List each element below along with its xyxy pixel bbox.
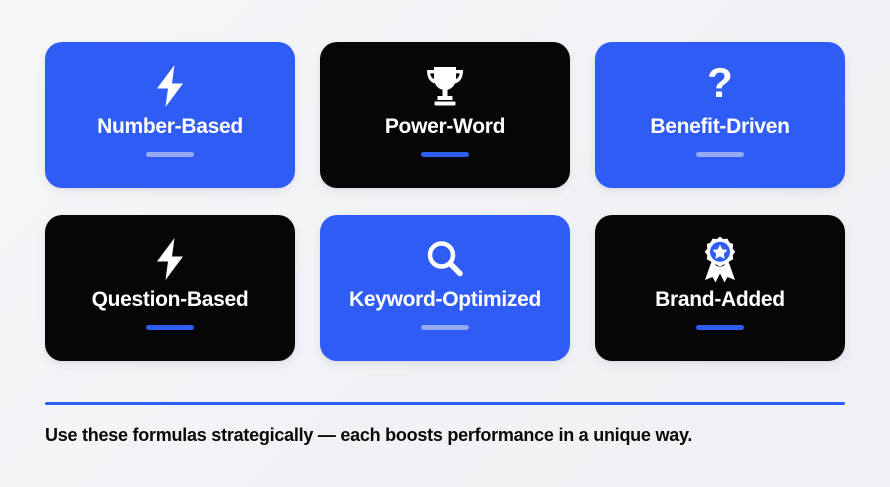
formula-card-grid: Number-Based Power-Word <box>45 42 845 361</box>
card-label: Power-Word <box>384 115 506 138</box>
card-number-based[interactable]: Number-Based <box>45 42 295 188</box>
card-brand-added[interactable]: Brand-Added <box>595 215 845 361</box>
lightning-bolt-icon <box>45 62 295 110</box>
card-underline <box>696 152 744 157</box>
card-label: Brand-Added <box>655 288 785 311</box>
card-power-word[interactable]: Power-Word <box>320 42 570 188</box>
svg-text:?: ? <box>707 63 733 106</box>
search-icon <box>320 235 570 283</box>
card-underline <box>146 325 194 330</box>
card-question-based[interactable]: Question-Based <box>45 215 295 361</box>
card-underline <box>421 325 469 330</box>
card-label: Benefit-Driven <box>650 115 790 138</box>
lightning-bolt-icon <box>45 235 295 283</box>
question-mark-icon: ? <box>595 62 845 110</box>
card-underline <box>696 325 744 330</box>
footer-caption: Use these formulas strategically — each … <box>45 425 693 445</box>
trophy-icon <box>320 62 570 110</box>
card-benefit-driven[interactable]: ? Benefit-Driven <box>595 42 845 188</box>
card-label: Keyword-Optimized <box>348 288 542 311</box>
card-label: Number-Based <box>97 115 243 138</box>
card-underline <box>421 152 469 157</box>
footer-divider <box>45 402 845 405</box>
card-keyword-optimized[interactable]: Keyword-Optimized <box>320 215 570 361</box>
award-badge-icon <box>595 235 845 283</box>
card-label: Question-Based <box>91 288 249 311</box>
card-underline <box>146 152 194 157</box>
